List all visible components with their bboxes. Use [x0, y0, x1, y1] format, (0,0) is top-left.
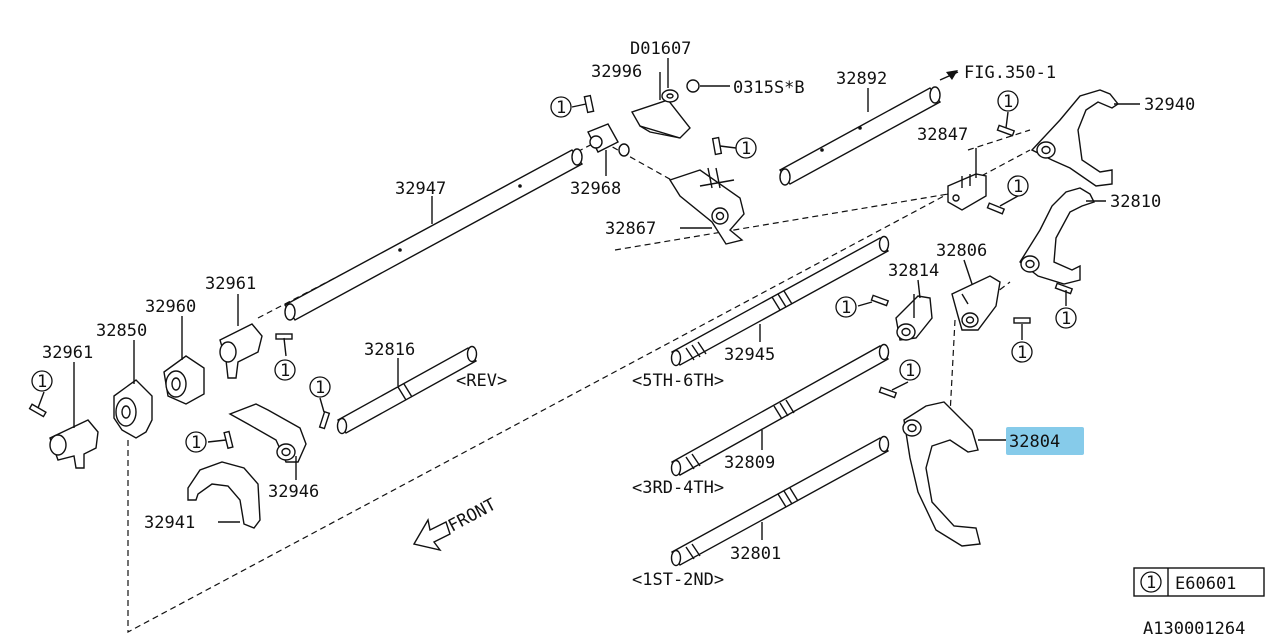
ref-marker-text: 1 — [315, 378, 325, 398]
callout-labels: D01607 32996 0315S*B 32892 FIG.350-1 329… — [42, 39, 1195, 590]
ref-marker-text: 1 — [841, 298, 851, 318]
part-32850[interactable] — [113, 379, 153, 439]
callout-32961-upper[interactable]: 32961 — [205, 274, 256, 294]
callout-32947[interactable]: 32947 — [395, 179, 446, 199]
callout-32867[interactable]: 32867 — [605, 219, 656, 239]
part-32960[interactable] — [163, 355, 205, 405]
legend-code: E60601 — [1175, 574, 1236, 594]
fork-32941[interactable] — [187, 461, 261, 529]
part-32946[interactable] — [228, 403, 307, 463]
clip-0315s[interactable] — [686, 79, 700, 93]
part-32867[interactable] — [668, 167, 745, 245]
assembly-dashed-lines — [127, 129, 1031, 634]
callout-32801[interactable]: 32801 — [730, 544, 781, 564]
shaft-32945[interactable] — [670, 235, 890, 367]
pin-32814[interactable] — [870, 294, 890, 307]
callout-d01607[interactable]: D01607 — [630, 39, 691, 59]
ref-marker-text: 1 — [1003, 92, 1013, 112]
callout-32806[interactable]: 32806 — [936, 241, 987, 261]
front-label: FRONT — [445, 495, 500, 537]
fork-32804[interactable] — [902, 401, 981, 547]
callout-32960[interactable]: 32960 — [145, 297, 196, 317]
ref-marker-1: 1 — [550, 96, 572, 118]
callout-32809[interactable]: 32809 — [724, 453, 775, 473]
callout-fig-350-1[interactable]: FIG.350-1 — [964, 63, 1056, 83]
ref-marker-6: 1 — [1011, 341, 1033, 363]
legend-marker: 1 — [1146, 573, 1156, 593]
part-32814[interactable] — [895, 294, 933, 341]
callout-5th-6th[interactable]: <5TH-6TH> — [632, 371, 724, 391]
ref-marker-5: 1 — [1055, 307, 1077, 329]
callout-32850[interactable]: 32850 — [96, 321, 147, 341]
ref-marker-text: 1 — [1017, 343, 1027, 363]
shaft-32947[interactable] — [283, 148, 584, 321]
fork-32810[interactable] — [1019, 187, 1095, 285]
pin-32867[interactable] — [711, 136, 723, 156]
washer-d01607[interactable] — [661, 89, 679, 103]
ref-marker-text: 1 — [191, 433, 201, 453]
front-arrow-icon — [412, 518, 451, 552]
pin-32946-upper[interactable] — [318, 410, 331, 430]
shaft-32809[interactable] — [670, 343, 890, 477]
highlight-32804 — [1006, 427, 1084, 455]
ref-marker-text: 1 — [905, 361, 915, 381]
callout-1st-2nd[interactable]: <1ST-2ND> — [632, 570, 724, 590]
reference-markers: 1 1 1 1 1 1 1 1 1 1 1 1 — [31, 90, 1077, 453]
callout-rev[interactable]: <REV> — [456, 371, 507, 391]
leader-lines — [37, 58, 1140, 540]
callout-32946[interactable]: 32946 — [268, 482, 319, 502]
shaft-32801[interactable] — [670, 435, 890, 567]
fork-32940[interactable] — [1030, 89, 1120, 187]
ref-marker-text: 1 — [37, 372, 47, 392]
ref-marker-12: 1 — [31, 370, 53, 392]
fig-arrow — [946, 70, 958, 80]
callout-32996[interactable]: 32996 — [591, 62, 642, 82]
part-32996[interactable] — [630, 99, 691, 139]
pin-32961-lower[interactable] — [28, 403, 47, 418]
callout-32961-lower[interactable]: 32961 — [42, 343, 93, 363]
callout-32941[interactable]: 32941 — [144, 513, 195, 533]
part-32847[interactable] — [947, 173, 987, 211]
shaft-32816[interactable] — [336, 345, 478, 435]
ref-marker-text: 1 — [556, 98, 566, 118]
callout-32945[interactable]: 32945 — [724, 345, 775, 365]
callout-3rd-4th[interactable]: <3RD-4TH> — [632, 478, 724, 498]
callout-32892[interactable]: 32892 — [836, 69, 887, 89]
legend-box: 1 E60601 — [1133, 567, 1265, 597]
ref-marker-4: 1 — [1007, 175, 1029, 197]
ref-marker-text: 1 — [741, 139, 751, 159]
callout-32810[interactable]: 32810 — [1110, 192, 1161, 212]
ref-marker-8: 1 — [899, 359, 921, 381]
ref-marker-2: 1 — [735, 137, 757, 159]
ref-marker-7: 1 — [835, 296, 857, 318]
pin-32946-lower[interactable] — [223, 430, 234, 450]
callout-32804[interactable]: 32804 — [1009, 432, 1060, 452]
pin-32847[interactable] — [986, 202, 1006, 215]
callout-32847[interactable]: 32847 — [917, 125, 968, 145]
part-32961-lower[interactable] — [49, 419, 99, 469]
ref-marker-text: 1 — [280, 361, 290, 381]
callout-32816[interactable]: 32816 — [364, 340, 415, 360]
ref-marker-9: 1 — [274, 359, 296, 381]
pin-32806[interactable] — [1013, 317, 1031, 324]
ref-marker-10: 1 — [309, 376, 331, 398]
ref-marker-text: 1 — [1061, 309, 1071, 329]
footer-code: A130001264 — [1143, 619, 1245, 639]
shaft-32892[interactable] — [778, 86, 942, 186]
pin-32804[interactable] — [878, 386, 898, 399]
ref-marker-11: 1 — [185, 431, 207, 453]
callout-0315s[interactable]: 0315S*B — [733, 78, 805, 98]
part-32806[interactable] — [951, 275, 1001, 331]
part-32961-upper[interactable] — [219, 323, 263, 379]
ref-marker-3: 1 — [997, 90, 1019, 112]
pin-32940[interactable] — [996, 124, 1016, 137]
callout-32968[interactable]: 32968 — [570, 179, 621, 199]
pin-32810[interactable] — [1054, 282, 1074, 295]
callout-32940[interactable]: 32940 — [1144, 95, 1195, 115]
ref-marker-text: 1 — [1013, 177, 1023, 197]
part-32968[interactable] — [587, 123, 630, 157]
callout-32814[interactable]: 32814 — [888, 261, 939, 281]
